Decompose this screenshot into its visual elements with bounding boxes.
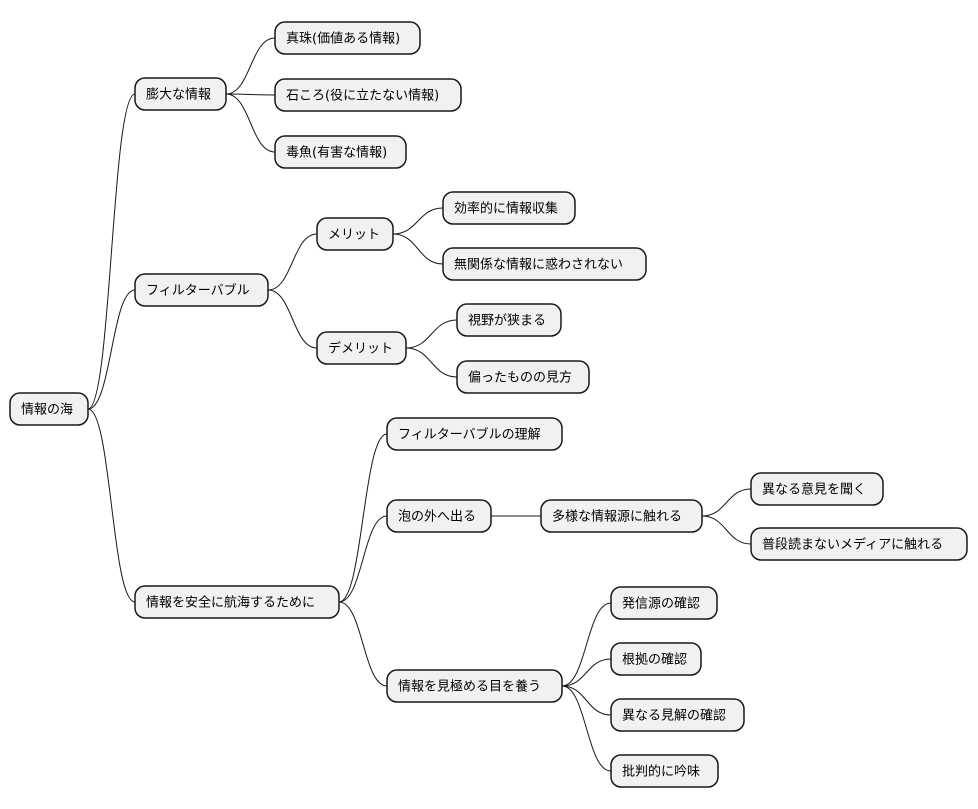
- node-label: 泡の外へ出る: [398, 510, 476, 525]
- node-box: [442, 191, 576, 225]
- connector-branches-2-children-2: [338, 601, 388, 687]
- connector-branches-0: [87, 93, 136, 410]
- connector-branches-2-children-2-children-3: [561, 685, 612, 772]
- node-box: [274, 78, 462, 112]
- node-branches-2[interactable]: 情報を安全に航海するために: [134, 585, 340, 619]
- connector-branches-1: [87, 289, 136, 410]
- node-branches-2-children-2-children-1[interactable]: 根拠の確認: [610, 642, 702, 676]
- node-box: [386, 669, 563, 703]
- connector-branches-1-children-1-children-0: [405, 319, 458, 349]
- connector-branches-1-children-0: [267, 233, 318, 291]
- node-label: 石ころ(役に立たない情報): [286, 89, 439, 104]
- node-branches-0-children-1[interactable]: 石ころ(役に立たない情報): [274, 78, 462, 112]
- connector-branches-0-children-0: [225, 37, 276, 95]
- node-branches-2-children-1[interactable]: 泡の外へ出る: [386, 499, 492, 533]
- mindmap-nodes: 情報の海 膨大な情報 真珠(価値ある情報) 石ころ(役に立たない情報) 毒魚(有害な情報…: [9, 21, 968, 788]
- connector-branches-2-children-0: [338, 433, 388, 603]
- connector-branches-2-children-2-children-0: [561, 602, 612, 687]
- node-branches-0-children-0[interactable]: 真珠(価値ある情報): [274, 21, 421, 55]
- node-label: メリット: [328, 228, 380, 243]
- node-label: 情報の海: [21, 403, 73, 418]
- node-root[interactable]: 情報の海: [9, 392, 89, 426]
- node-branches-2-children-1-children-0-children-0[interactable]: 異なる意見を聞く: [750, 472, 884, 506]
- node-branches-2-children-2[interactable]: 情報を見極める目を養う: [386, 669, 563, 703]
- node-label: 真珠(価値ある情報): [286, 31, 400, 47]
- node-branches-2-children-1-children-0-children-1[interactable]: 普段読まないメディアに触れる: [750, 527, 968, 561]
- connector-branches-2-children-2-children-2: [561, 685, 612, 716]
- node-branches-0[interactable]: 膨大な情報: [134, 77, 227, 111]
- node-branches-2-children-0[interactable]: フィルターバブルの理解: [386, 417, 563, 451]
- node-label: 異なる見解の確認: [622, 708, 726, 724]
- node-label: 普段読まないメディアに触れる: [762, 537, 943, 553]
- node-label: 膨大な情報: [146, 88, 211, 103]
- node-branches-1-children-0[interactable]: メリット: [316, 217, 394, 251]
- node-label: 発信源の確認: [622, 596, 700, 612]
- node-label: 情報を安全に航海するために: [146, 595, 315, 611]
- node-label: 批判的に吟味: [622, 764, 700, 780]
- node-label: 多様な情報源に触れる: [552, 509, 682, 525]
- node-branches-1-children-0-children-0[interactable]: 効率的に情報収集: [442, 191, 576, 225]
- connector-branches-2: [87, 408, 136, 603]
- node-box: [386, 499, 492, 533]
- node-label: 根拠の確認: [622, 652, 687, 668]
- node-branches-1[interactable]: フィルターバブル: [134, 273, 269, 307]
- node-branches-1-children-0-children-1[interactable]: 無関係な情報に惑わされない: [442, 247, 647, 281]
- node-box: [610, 642, 702, 676]
- node-box: [610, 754, 719, 788]
- node-label: デメリット: [328, 341, 393, 357]
- node-box: [274, 135, 407, 169]
- connector-branches-2-children-1-children-0-children-1: [701, 515, 752, 545]
- node-box: [456, 360, 590, 394]
- node-box: [540, 499, 703, 533]
- node-label: フィルターバブルの理解: [398, 427, 541, 443]
- node-label: フィルターバブル: [146, 283, 250, 299]
- node-label: 効率的に情報収集: [454, 201, 558, 217]
- node-box: [9, 392, 89, 426]
- node-label: 異なる意見を聞く: [762, 482, 866, 498]
- node-label: 毒魚(有害な情報): [286, 145, 387, 161]
- mindmap-edges: [87, 37, 752, 772]
- node-box: [134, 585, 340, 619]
- node-branches-2-children-2-children-3[interactable]: 批判的に吟味: [610, 754, 719, 788]
- node-box: [610, 698, 745, 732]
- node-branches-1-children-1[interactable]: デメリット: [316, 331, 407, 365]
- connector-branches-2-children-2-children-1: [561, 658, 612, 687]
- node-branches-1-children-1-children-0[interactable]: 視野が狭まる: [456, 303, 562, 337]
- node-box: [750, 527, 968, 561]
- node-box: [456, 303, 562, 337]
- node-box: [316, 217, 394, 251]
- node-box: [134, 77, 227, 111]
- connector-branches-0-children-2: [225, 93, 276, 153]
- node-branches-2-children-1-children-0[interactable]: 多様な情報源に触れる: [540, 499, 703, 533]
- node-branches-2-children-2-children-0[interactable]: 発信源の確認: [610, 586, 718, 620]
- connector-branches-0-children-1: [225, 93, 276, 96]
- node-box: [750, 472, 884, 506]
- connector-branches-1-children-1-children-1: [405, 347, 458, 378]
- connector-branches-1-children-1: [267, 289, 318, 349]
- node-label: 偏ったものの見方: [468, 370, 572, 386]
- node-branches-0-children-2[interactable]: 毒魚(有害な情報): [274, 135, 407, 169]
- node-box: [134, 273, 269, 307]
- node-branches-2-children-2-children-2[interactable]: 異なる見解の確認: [610, 698, 745, 732]
- node-branches-1-children-1-children-1[interactable]: 偏ったものの見方: [456, 360, 590, 394]
- connector-branches-2-children-1-children-0-children-0: [701, 488, 752, 517]
- connector-branches-1-children-0-children-0: [392, 207, 444, 235]
- node-box: [274, 21, 421, 55]
- node-label: 視野が狭まる: [468, 314, 546, 329]
- node-box: [610, 586, 718, 620]
- node-label: 情報を見極める目を養う: [398, 679, 541, 695]
- connector-branches-1-children-0-children-1: [392, 233, 444, 265]
- node-label: 無関係な情報に惑わされない: [454, 257, 623, 273]
- node-box: [386, 417, 563, 451]
- node-box: [442, 247, 647, 281]
- node-box: [316, 331, 407, 365]
- connector-branches-2-children-1: [338, 515, 388, 603]
